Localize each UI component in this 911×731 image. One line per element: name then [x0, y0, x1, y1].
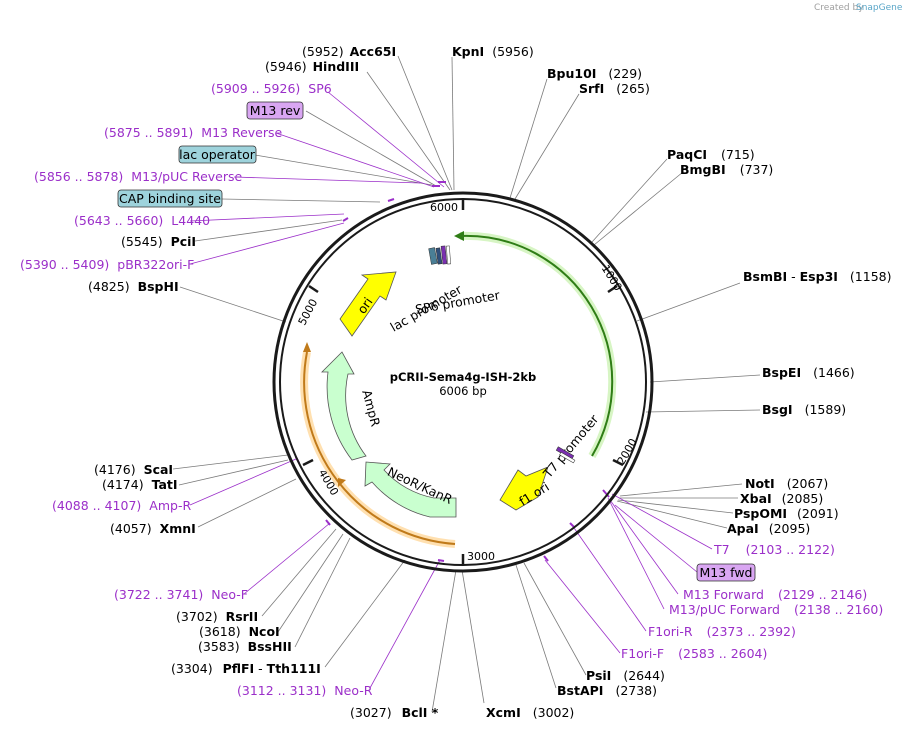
ampr-label: AmpR: [359, 388, 383, 428]
site-bspei: BspEI(1466): [762, 365, 855, 380]
neokan-feature: NeoR/KanR: [364, 461, 457, 518]
primer-f1ori-r: F1ori-R(2373 .. 2392): [648, 624, 796, 639]
primer-m13-forward: M13 Forward(2129 .. 2146): [683, 587, 867, 602]
site-hindiii: (5946)HindIII: [265, 59, 359, 74]
site-srfi: SrfI(265): [579, 81, 650, 96]
site-bmgbi: BmgBI(737): [680, 162, 773, 177]
box-lac-operator: lac operator: [178, 145, 257, 164]
site-pspomi: PspOMI(2091): [734, 506, 839, 521]
box-m13-fwd: M13 fwd: [696, 563, 756, 582]
primer-m13-reverse: (5875 .. 5891)M13 Reverse: [104, 125, 282, 140]
ori-feature: ori: [339, 271, 397, 337]
site-kpni: KpnI(5956): [452, 44, 534, 59]
site-scai: (4176)ScaI: [94, 462, 173, 477]
ampr-feature: AmpR: [321, 351, 383, 461]
primer-amp-r: (4088 .. 4107)Amp-R: [52, 498, 191, 513]
site-bsphi: (4825)BspHI: [88, 279, 179, 294]
site-acc65i: (5952)Acc65I: [302, 44, 396, 59]
site-paqci: PaqCI(715): [667, 147, 755, 162]
site-bsmbi-esp3i: BsmBI - Esp3I(1158): [743, 269, 892, 284]
insert-orf-arc: [454, 231, 617, 459]
svg-text:lac operator: lac operator: [179, 147, 256, 162]
site-noti: NotI(2067): [745, 476, 828, 491]
box-cap-binding-site: CAP binding site: [117, 189, 223, 208]
site-psii: PsiI(2644): [586, 668, 665, 683]
site-rsrii: (3702)RsrII: [176, 609, 258, 624]
svg-text:M13 fwd: M13 fwd: [699, 565, 752, 580]
box-m13-rev: M13 rev: [246, 101, 304, 120]
neo-orf-arc: [300, 342, 456, 548]
t7-promoter-label: T7 promoter: [539, 411, 602, 481]
site-connectors: [172, 55, 761, 713]
primer-f1ori-f: F1ori-F(2583 .. 2604): [621, 646, 767, 661]
primer-neo-r: (3112 .. 3131)Neo-R: [237, 683, 373, 698]
mcs-blocks: [428, 245, 576, 464]
plasmid-name: pCRII-Sema4g-ISH-2kb: [390, 370, 537, 384]
site-bstapi: BstAPI(2738): [557, 683, 657, 698]
svg-text:CAP binding site: CAP binding site: [119, 191, 221, 206]
site-pflfi-tth111i: (3304)PflFI - Tth111I: [171, 661, 321, 676]
site-bpu10i: Bpu10I(229): [547, 66, 642, 81]
site-pcii: (5545)PciI: [121, 234, 196, 249]
svg-text:M13 rev: M13 rev: [250, 103, 301, 118]
primer-marks: [295, 181, 610, 562]
primer-connectors: [189, 91, 713, 689]
site-xcmi: XcmI(3002): [486, 705, 574, 720]
site-xmni: (4057)XmnI: [110, 521, 196, 536]
site-tati: (4174)TatI: [102, 477, 178, 492]
primer-m13puc-forward: M13/pUC Forward(2138 .. 2160): [669, 602, 883, 617]
credit-prefix: Created by: [814, 3, 864, 13]
primer-neo-f: (3722 .. 3741)Neo-F: [114, 587, 248, 602]
site-xbai: XbaI(2085): [740, 491, 823, 506]
ring-ticks: [302, 199, 624, 565]
site-apai: ApaI(2095): [727, 521, 810, 536]
primer-t7: T7(2103 .. 2122): [713, 542, 835, 557]
primer-m13puc-reverse: (5856 .. 5878)M13/pUC Reverse: [34, 169, 243, 184]
primer-pbr322ori-f: (5390 .. 5409)pBR322ori-F: [20, 257, 194, 272]
site-bsshii: (3583)BssHII: [198, 639, 292, 654]
site-bcli: (3027)BclI *: [350, 705, 439, 720]
tick-label-2000: 2000: [615, 436, 640, 467]
plasmid-length: 6006 bp: [439, 384, 487, 398]
primer-sp6: (5909 .. 5926)SP6: [211, 81, 332, 96]
credit-brand: SnapGene: [856, 3, 903, 13]
tick-label-3000: 3000: [467, 550, 495, 563]
tick-label-6000: 6000: [430, 201, 458, 214]
site-bsgi: BsgI(1589): [762, 402, 846, 417]
primer-l4440: (5643 .. 5660)L4440: [74, 213, 210, 228]
site-ncoi: (3618)NcoI: [199, 624, 280, 639]
